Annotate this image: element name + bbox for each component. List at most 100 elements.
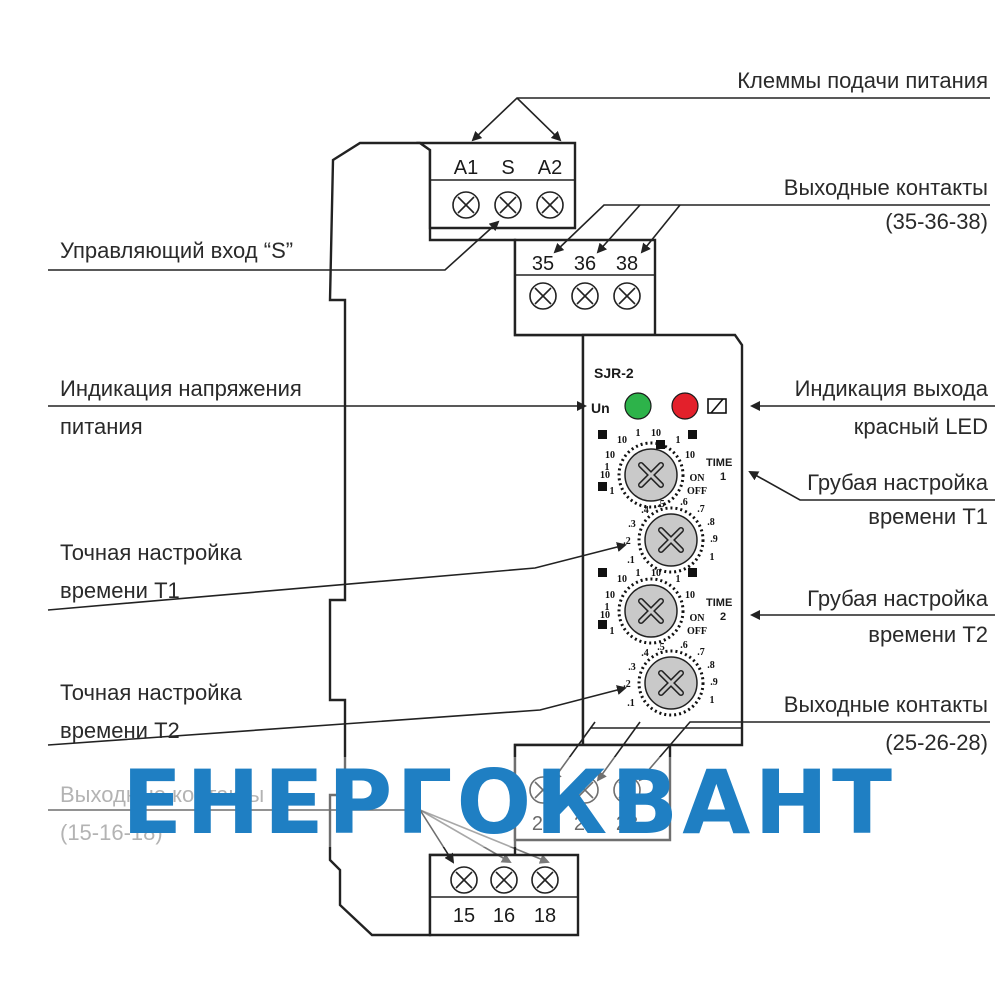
callout-output-led-line2: красный LED bbox=[854, 414, 988, 439]
svg-text:.1: .1 bbox=[627, 555, 635, 566]
svg-text:1: 1 bbox=[605, 462, 610, 473]
svg-text:.9: .9 bbox=[710, 677, 718, 688]
svg-text:.9: .9 bbox=[710, 534, 718, 545]
screw-icon bbox=[571, 282, 599, 310]
terminal-label-a1: A1 bbox=[454, 157, 478, 179]
svg-text:.3: .3 bbox=[628, 662, 636, 673]
terminal-label-18: 18 bbox=[534, 905, 556, 927]
svg-text:.5: .5 bbox=[657, 642, 665, 653]
terminal-label-s: S bbox=[501, 157, 514, 179]
screw-icon bbox=[536, 191, 564, 219]
model-label: SJR-2 bbox=[594, 365, 634, 381]
callout-coarse-t2-line1: Грубая настройка bbox=[807, 586, 989, 611]
callout-coarse-t1-line2: времени T1 bbox=[868, 504, 988, 529]
svg-text:.5: .5 bbox=[657, 499, 665, 510]
svg-text:10: 10 bbox=[617, 435, 627, 446]
terminals-35-36-38: 35 36 38 bbox=[529, 253, 641, 310]
svg-text:10: 10 bbox=[600, 610, 610, 621]
callout-output-35-line2: (35-36-38) bbox=[885, 209, 988, 234]
time2-num: 2 bbox=[720, 611, 726, 623]
callout-output-25-line2: (25-26-28) bbox=[885, 730, 988, 755]
svg-text:10: 10 bbox=[605, 450, 615, 461]
leader-lines bbox=[47, 97, 995, 864]
coarse-dial-t1[interactable]: 10 1 10 1 10 1 10 1 10 ON OFF bbox=[598, 428, 707, 509]
terminal-label-38: 38 bbox=[616, 253, 638, 275]
svg-text:1: 1 bbox=[710, 552, 715, 563]
callout-output-15-line2: (15-16-18) bbox=[60, 820, 163, 845]
screw-icon bbox=[490, 866, 518, 894]
terminal-label-a2: A2 bbox=[538, 157, 562, 179]
fine-dial-t1[interactable]: .1 .2 .3 .4 .5 .6 .7 .8 .9 1 bbox=[623, 497, 718, 574]
screw-icon bbox=[529, 776, 557, 804]
svg-text:1: 1 bbox=[610, 486, 615, 497]
screw-icon bbox=[452, 191, 480, 219]
svg-text:1: 1 bbox=[676, 574, 681, 585]
svg-text:.4: .4 bbox=[641, 505, 649, 516]
callout-fine-t2-line2: времени T2 bbox=[60, 718, 180, 743]
callout-coarse-t1-line1: Грубая настройка bbox=[807, 470, 989, 495]
callout-labels: Клеммы подачи питания Выходные контакты … bbox=[60, 68, 989, 845]
svg-text:1: 1 bbox=[636, 568, 641, 579]
svg-text:.8: .8 bbox=[707, 517, 715, 528]
svg-text:.6: .6 bbox=[680, 640, 688, 651]
front-panel: SJR-2 Un 10 1 10 1 10 1 10 1 10 ON OFF bbox=[591, 365, 732, 717]
callout-coarse-t2-line2: времени T2 bbox=[868, 622, 988, 647]
screw-icon bbox=[571, 776, 599, 804]
svg-text:10: 10 bbox=[685, 450, 695, 461]
screw-icon bbox=[531, 866, 559, 894]
terminals-15-16-18: 15 16 18 bbox=[450, 866, 559, 927]
svg-text:OFF: OFF bbox=[687, 626, 707, 637]
terminal-label-15: 15 bbox=[453, 905, 475, 927]
svg-text:1: 1 bbox=[605, 602, 610, 613]
callout-control-input: Управляющий вход “S” bbox=[60, 238, 293, 263]
svg-text:.7: .7 bbox=[697, 647, 705, 658]
watermark-band bbox=[0, 757, 1000, 847]
svg-text:OFF: OFF bbox=[687, 486, 707, 497]
svg-text:.3: .3 bbox=[628, 519, 636, 530]
svg-text:10: 10 bbox=[651, 428, 661, 439]
callout-supply-line1: Индикация напряжения bbox=[60, 376, 302, 401]
time2-label: TIME bbox=[706, 597, 732, 609]
svg-text:10: 10 bbox=[685, 590, 695, 601]
coarse-dial-t2[interactable]: 10 1 10 1 10 1 10 1 10 ON OFF bbox=[598, 568, 707, 645]
svg-text:.1: .1 bbox=[627, 698, 635, 709]
svg-text:.2: .2 bbox=[623, 679, 631, 690]
svg-text:.7: .7 bbox=[697, 504, 705, 515]
terminal-label-26: 26 bbox=[574, 813, 596, 835]
svg-text:1: 1 bbox=[610, 626, 615, 637]
relay-coil-icon bbox=[707, 398, 727, 414]
svg-text:ON: ON bbox=[690, 473, 706, 484]
time1-num: 1 bbox=[720, 471, 726, 483]
svg-text:ON: ON bbox=[690, 613, 706, 624]
supply-led-green bbox=[624, 392, 652, 420]
svg-text:10: 10 bbox=[651, 568, 661, 579]
screw-icon bbox=[529, 282, 557, 310]
svg-text:.8: .8 bbox=[707, 660, 715, 671]
screw-icon bbox=[494, 191, 522, 219]
terminal-label-35: 35 bbox=[532, 253, 554, 275]
svg-text:.4: .4 bbox=[641, 648, 649, 659]
svg-text:1: 1 bbox=[710, 695, 715, 706]
callout-fine-t2-line1: Точная настройка bbox=[60, 680, 243, 705]
callout-output-35-line1: Выходные контакты bbox=[784, 175, 988, 200]
callout-output-15-line1: Выходные контакты bbox=[60, 782, 264, 807]
output-led-red bbox=[671, 392, 699, 420]
terminal-label-16: 16 bbox=[493, 905, 515, 927]
time1-label: TIME bbox=[706, 457, 732, 469]
fine-dial-t2[interactable]: .1 .2 .3 .4 .5 .6 .7 .8 .9 1 bbox=[623, 640, 718, 717]
screw-icon bbox=[613, 282, 641, 310]
svg-text:.2: .2 bbox=[623, 536, 631, 547]
terminals-a1-s-a2: A1 S A2 bbox=[452, 157, 564, 219]
svg-text:10: 10 bbox=[605, 590, 615, 601]
un-label: Un bbox=[591, 400, 610, 416]
svg-text:.6: .6 bbox=[680, 497, 688, 508]
callout-output-25-line1: Выходные контакты bbox=[784, 692, 988, 717]
screw-icon bbox=[613, 776, 641, 804]
callout-fine-t1-line2: времени T1 bbox=[60, 578, 180, 603]
terminals-25-26-28: 25 26 28 bbox=[529, 776, 641, 835]
terminal-label-36: 36 bbox=[574, 253, 596, 275]
terminal-label-28: 28 bbox=[616, 813, 638, 835]
callout-output-led-line1: Индикация выхода bbox=[795, 376, 989, 401]
screw-icon bbox=[450, 866, 478, 894]
